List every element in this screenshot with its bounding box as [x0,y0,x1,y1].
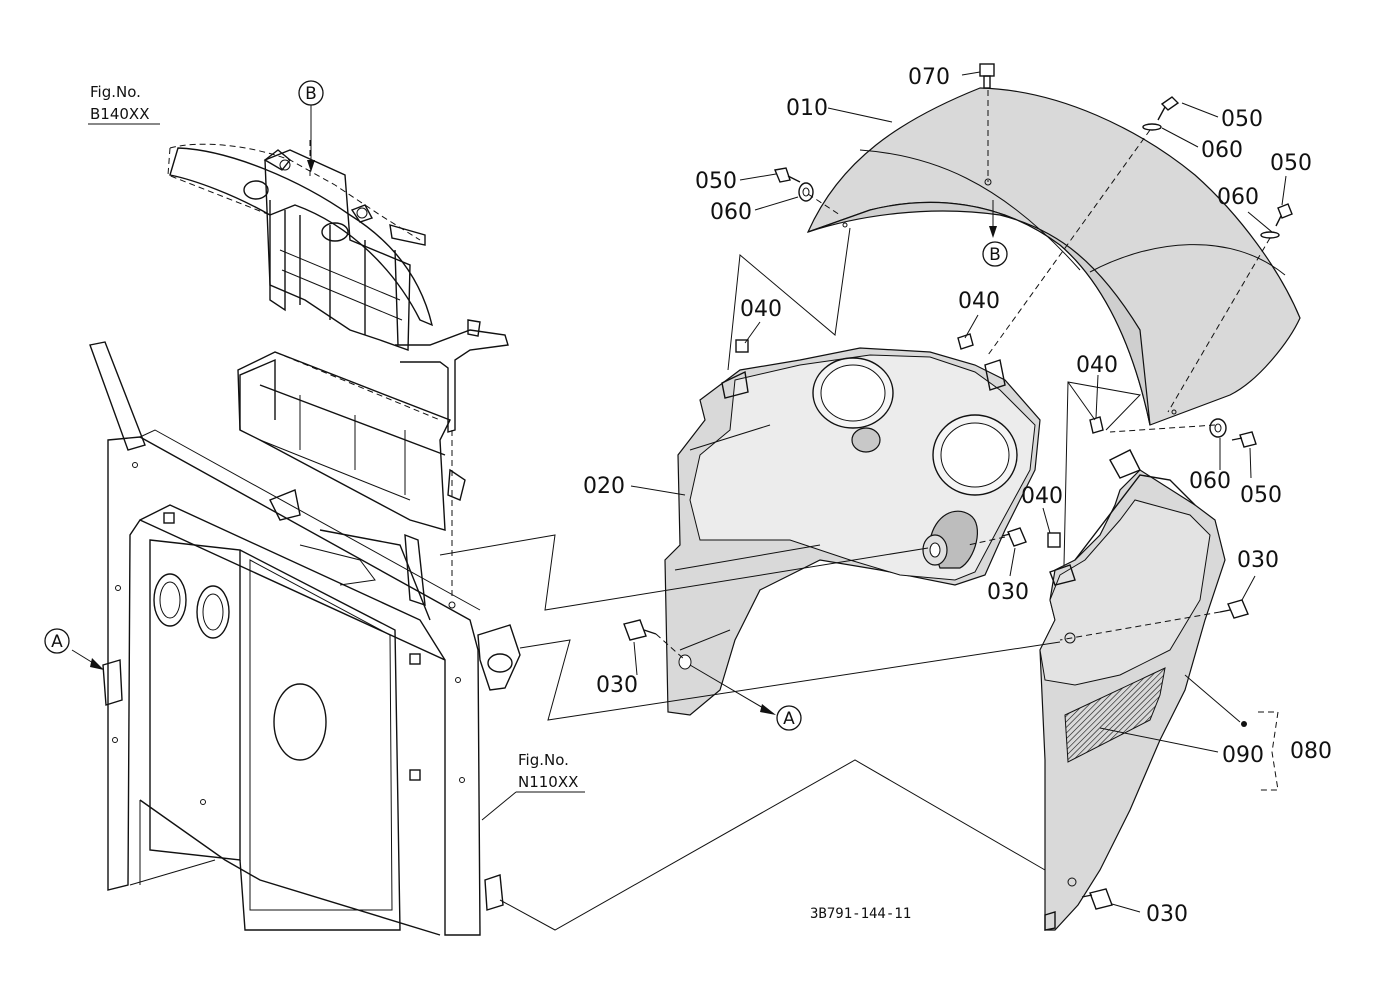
callouts: 070 010 050 060 050 060 050 060 040 040 … [583,65,1332,927]
arrows [71,105,997,715]
bolt-030-left [623,619,657,641]
bolt-030-right [1219,599,1249,619]
callout-010: 010 [786,96,828,121]
ref-marker-b-mid: B [982,241,1008,267]
callout-070: 070 [908,65,950,90]
ref-marker-a-left-text: A [51,632,63,652]
ref-marker-a-mid-text: A [783,709,795,729]
screw-050-far-right [1275,203,1293,227]
ref-marker-b-mid-text: B [989,245,1001,265]
callout-030-bottom: 030 [1146,902,1188,927]
callout-040-b: 040 [958,289,1000,314]
washer-060-top-right [1142,123,1162,131]
fig-ref-b140: Fig.No. B140XX [88,83,160,125]
callout-090: 090 [1222,743,1264,768]
screw-050-right [1231,431,1257,448]
bolt-030-bottom [1081,888,1113,910]
leader-lines [630,71,1287,913]
drawing-code: 3B791-144-11 [810,906,911,922]
fig-ref-b140-line2: B140XX [90,105,149,123]
fig-ref-n110-line1: Fig.No. [518,751,569,769]
fig-ref-n110: Fig.No. N110XX [481,751,585,821]
dashboard-frame [89,341,521,936]
clip-040-a [735,339,749,353]
fasteners [623,63,1293,910]
callout-060-far-right: 060 [1217,185,1259,210]
meter-bracket-assembly [167,140,509,609]
alignment-lines [655,90,1271,661]
washer-060-far-right [1260,231,1280,239]
fig-ref-n110-line2: N110XX [518,773,578,791]
ref-marker-a-mid: A [776,705,802,731]
side-cover-080 [1039,449,1226,931]
callout-050-far-right: 050 [1270,151,1312,176]
callout-060-top-right: 060 [1201,138,1243,163]
callout-030-center: 030 [987,580,1029,605]
screw-050-left [774,167,801,183]
clip-040-d [1047,532,1061,548]
fig-ref-b140-line1: Fig.No. [90,83,141,101]
washer-060-left [798,182,814,202]
bolt-070 [979,63,995,89]
callout-030-left: 030 [596,673,638,698]
ref-marker-a-left: A [44,628,70,654]
washer-060-right [1209,418,1227,438]
clip-040-c [1089,416,1104,434]
panel-020 [664,347,1041,716]
callout-040-d: 040 [1021,484,1063,509]
callout-020: 020 [583,474,625,499]
callout-040-a: 040 [740,297,782,322]
ref-marker-b-top: B [298,80,324,106]
callout-080: 080 [1290,739,1332,764]
callout-060-right: 060 [1189,469,1231,494]
screw-050-top-right [1157,96,1180,121]
callout-050-right: 050 [1240,483,1282,508]
connection-lines [439,227,1142,931]
ref-marker-b-top-text: B [305,84,317,104]
callout-050-left: 050 [695,169,737,194]
callout-030-right: 030 [1237,548,1279,573]
callout-050-top-right: 050 [1221,107,1263,132]
callout-060-left: 060 [710,200,752,225]
bolt-030-center [1001,527,1027,547]
cover-010 [806,87,1301,426]
callout-040-c: 040 [1076,353,1118,378]
